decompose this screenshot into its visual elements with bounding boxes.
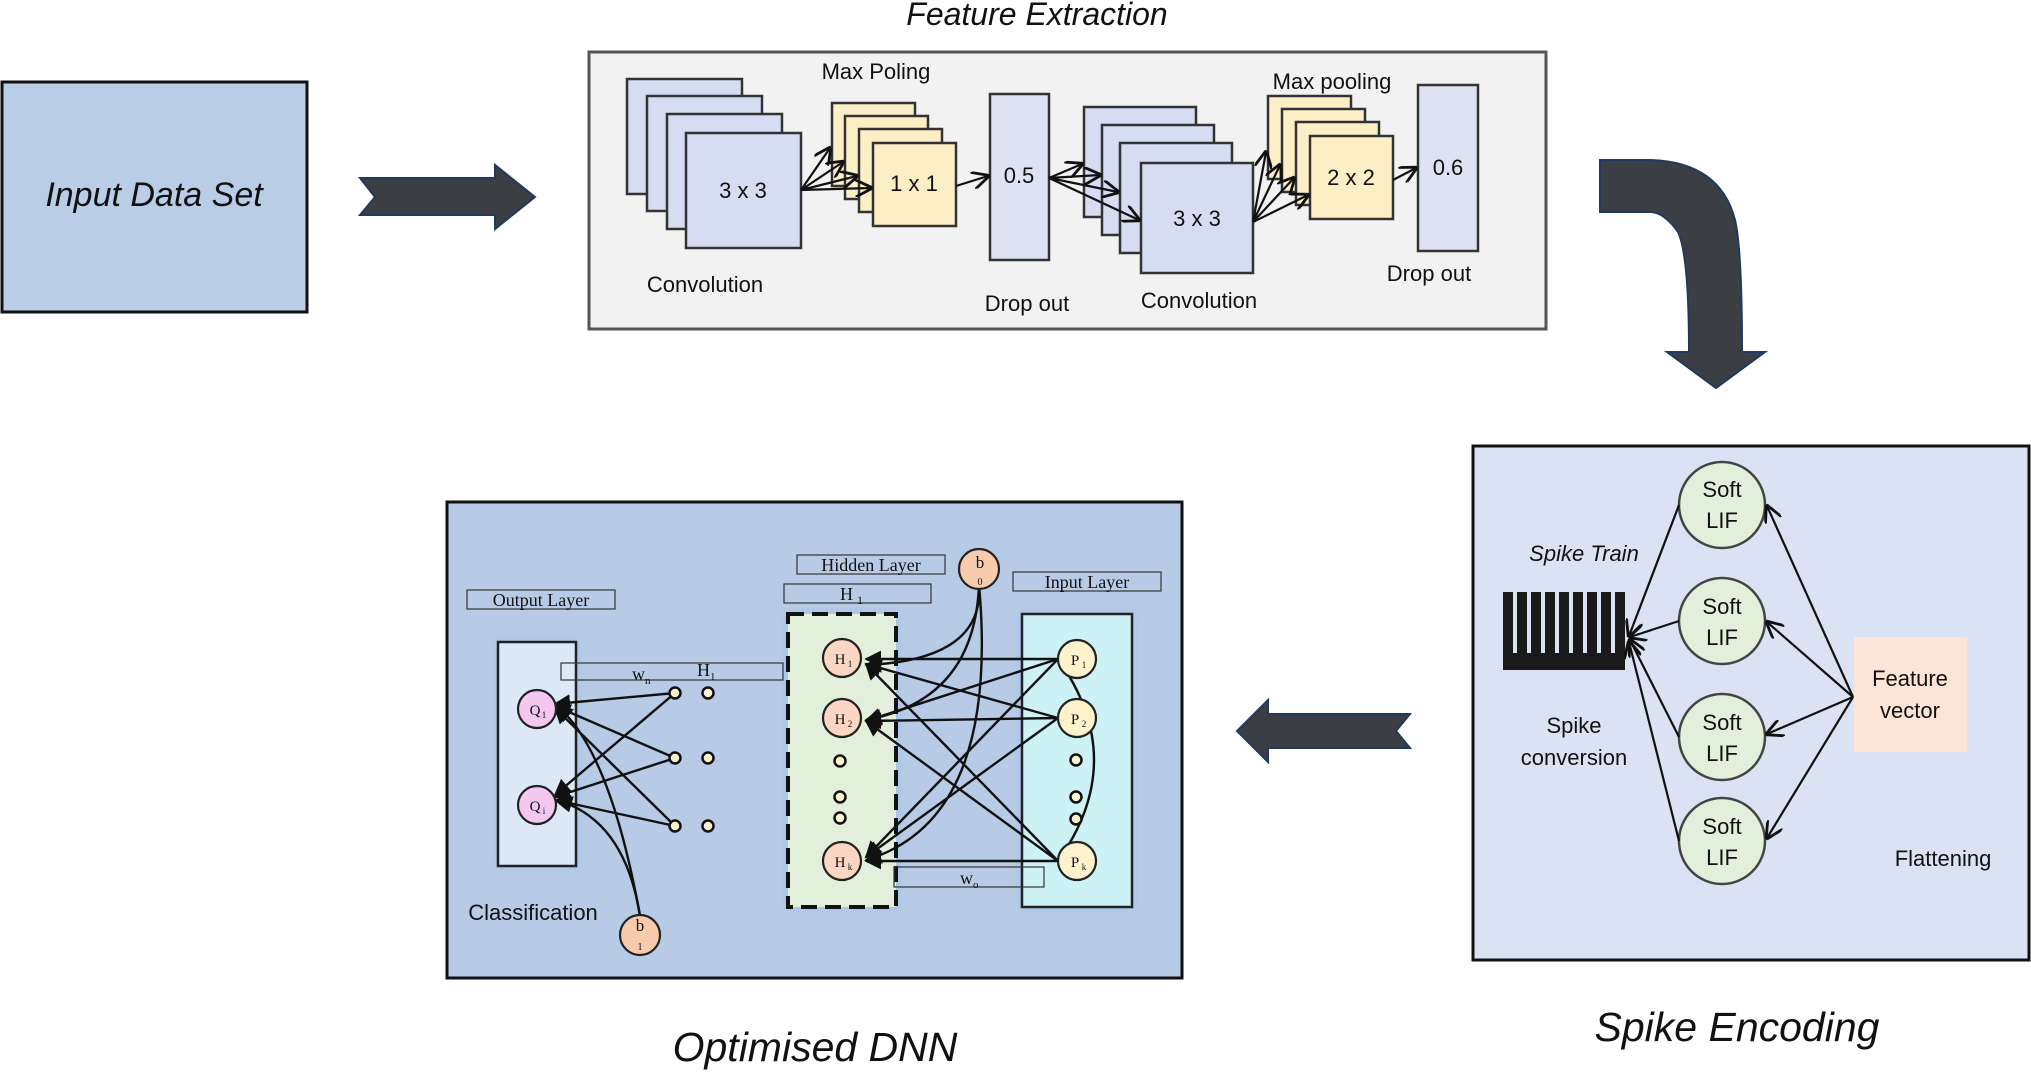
dropout1-rate: 0.5 (1004, 163, 1035, 188)
pool1-label: Max Poling (822, 59, 931, 84)
bias-output-label: b (636, 916, 645, 935)
dropout2-label: Drop out (1387, 261, 1471, 286)
hidden-node-label: H (835, 712, 846, 728)
lif-neuron-line2: LIF (1706, 741, 1738, 766)
input-node: P k (1056, 840, 1098, 882)
hidden-sublabel-index: 1 (857, 593, 863, 607)
pool2-label: Max pooling (1273, 69, 1392, 94)
dropout2-block: 0.6 (1416, 83, 1480, 253)
hidden-sublabel: H (840, 584, 853, 604)
feature-extraction-block: Feature Extraction 3 x 3 Convolution 1 x… (587, 0, 1548, 331)
lif-neuron-line2: LIF (1706, 625, 1738, 650)
pool1-stack: 1 x 1 (830, 101, 958, 228)
lif-neuron: Soft LIF (1677, 576, 1767, 666)
bias-output-sub: 1 (638, 942, 643, 953)
optimised-dnn-block: Output Layer Hidden Layer H 1 Input Laye… (445, 500, 1184, 980)
input-node: P 2 (1056, 697, 1098, 739)
bias-hidden-label: b (976, 553, 985, 572)
lif-neuron-line1: Soft (1702, 477, 1741, 502)
spike-train-label: Spike Train (1529, 541, 1639, 566)
hidden-layer-label: Hidden Layer (821, 555, 920, 575)
conv2-kernel: 3 x 3 (1173, 206, 1221, 231)
output-node: Q i (516, 784, 558, 826)
dropout1-label: Drop out (985, 291, 1069, 316)
output-node-sub: 1 (542, 710, 547, 720)
input-node-sub: k (1082, 862, 1087, 872)
input-node-label: P (1071, 712, 1079, 728)
conv1-stack: 3 x 3 (625, 77, 803, 250)
hidden-node-sub: 1 (848, 659, 853, 669)
flow-arrow-curved-down (1599, 159, 1769, 390)
input-node-label: P (1071, 653, 1079, 669)
input-node-sub: 1 (1082, 660, 1087, 670)
hidden-node-label: H (835, 855, 846, 871)
flow-arrow-right-1 (357, 162, 537, 232)
input-data-set-block: Input Data Set (0, 80, 309, 314)
input-layer-label: Input Layer (1045, 572, 1129, 592)
spike-encoding-connectors (1629, 505, 1855, 841)
lif-neuron-line1: Soft (1702, 710, 1741, 735)
hidden-node: H 1 (821, 637, 863, 679)
output-node-label: Q (530, 799, 541, 815)
dnn-connections (553, 583, 1096, 917)
classification-label: Classification (468, 900, 598, 925)
dropout1-block: 0.5 (988, 92, 1051, 262)
spike-conversion-label-line2: conversion (1521, 745, 1627, 770)
input-data-set-label: Input Data Set (45, 176, 264, 214)
conv1-label: Convolution (647, 272, 763, 297)
conv1-kernel: 3 x 3 (719, 178, 767, 203)
feature-vector-box: Feature vector (1854, 637, 1967, 752)
hidden-node: H k (821, 840, 863, 882)
bias-node-hidden: b 0 (957, 547, 1001, 591)
output-layer-label: Output Layer (493, 590, 589, 610)
input-node-label: P (1071, 855, 1079, 871)
output-node: Q 1 (516, 688, 558, 730)
feature-extraction-title: Feature Extraction (906, 0, 1167, 32)
hidden-node: H 2 (821, 697, 863, 739)
input-node: P 1 (1056, 638, 1098, 680)
weight-out-h-sub: 1 (710, 671, 716, 683)
lif-neuron: Soft LIF (1677, 692, 1767, 782)
optimised-dnn-title: Optimised DNN (673, 1024, 958, 1070)
bias-hidden-sub: 0 (978, 577, 983, 588)
dropout2-rate: 0.6 (1433, 155, 1464, 180)
hidden-node-sub: 2 (848, 719, 853, 729)
bias-node-output: b 1 (618, 913, 662, 957)
spike-encoding-title: Spike Encoding (1595, 1004, 1880, 1050)
weight-out-sub: n (645, 675, 651, 687)
lif-neuron-line1: Soft (1702, 814, 1741, 839)
output-node-label: Q (530, 703, 541, 719)
hidden-node-sub: k (848, 862, 853, 872)
pool2-kernel: 2 x 2 (1327, 165, 1375, 190)
conv2-stack: 3 x 3 (1082, 105, 1255, 275)
dnn-intermediate-dots (668, 686, 1083, 833)
lif-neuron-line1: Soft (1702, 594, 1741, 619)
lif-neuron: Soft LIF (1677, 796, 1767, 886)
flattening-label: Flattening (1895, 846, 1992, 871)
spike-train-icon (1503, 592, 1625, 670)
weight-in-label: w (960, 868, 973, 888)
input-node-sub: 2 (1082, 719, 1087, 729)
lif-neuron-line2: LIF (1706, 508, 1738, 533)
weight-out-h-label: H (697, 660, 710, 680)
spike-conversion-label-line1: Spike (1546, 713, 1601, 738)
spike-encoding-block: Spike Train Spike conversion Soft LIF So… (1471, 444, 2031, 962)
lif-neuron-line2: LIF (1706, 845, 1738, 870)
output-node-sub: i (543, 806, 546, 816)
feature-vector-line1: Feature (1872, 666, 1948, 691)
lif-neuron: Soft LIF (1677, 460, 1767, 550)
hidden-node-label: H (835, 652, 846, 668)
weight-out-label: w (632, 664, 645, 684)
flow-arrow-left (1235, 697, 1413, 765)
feature-vector-line2: vector (1880, 698, 1940, 723)
feature-extraction-connectors (800, 148, 1416, 223)
conv2-label: Convolution (1141, 288, 1257, 313)
weight-in-sub: o (973, 879, 979, 891)
pool1-kernel: 1 x 1 (890, 171, 938, 196)
